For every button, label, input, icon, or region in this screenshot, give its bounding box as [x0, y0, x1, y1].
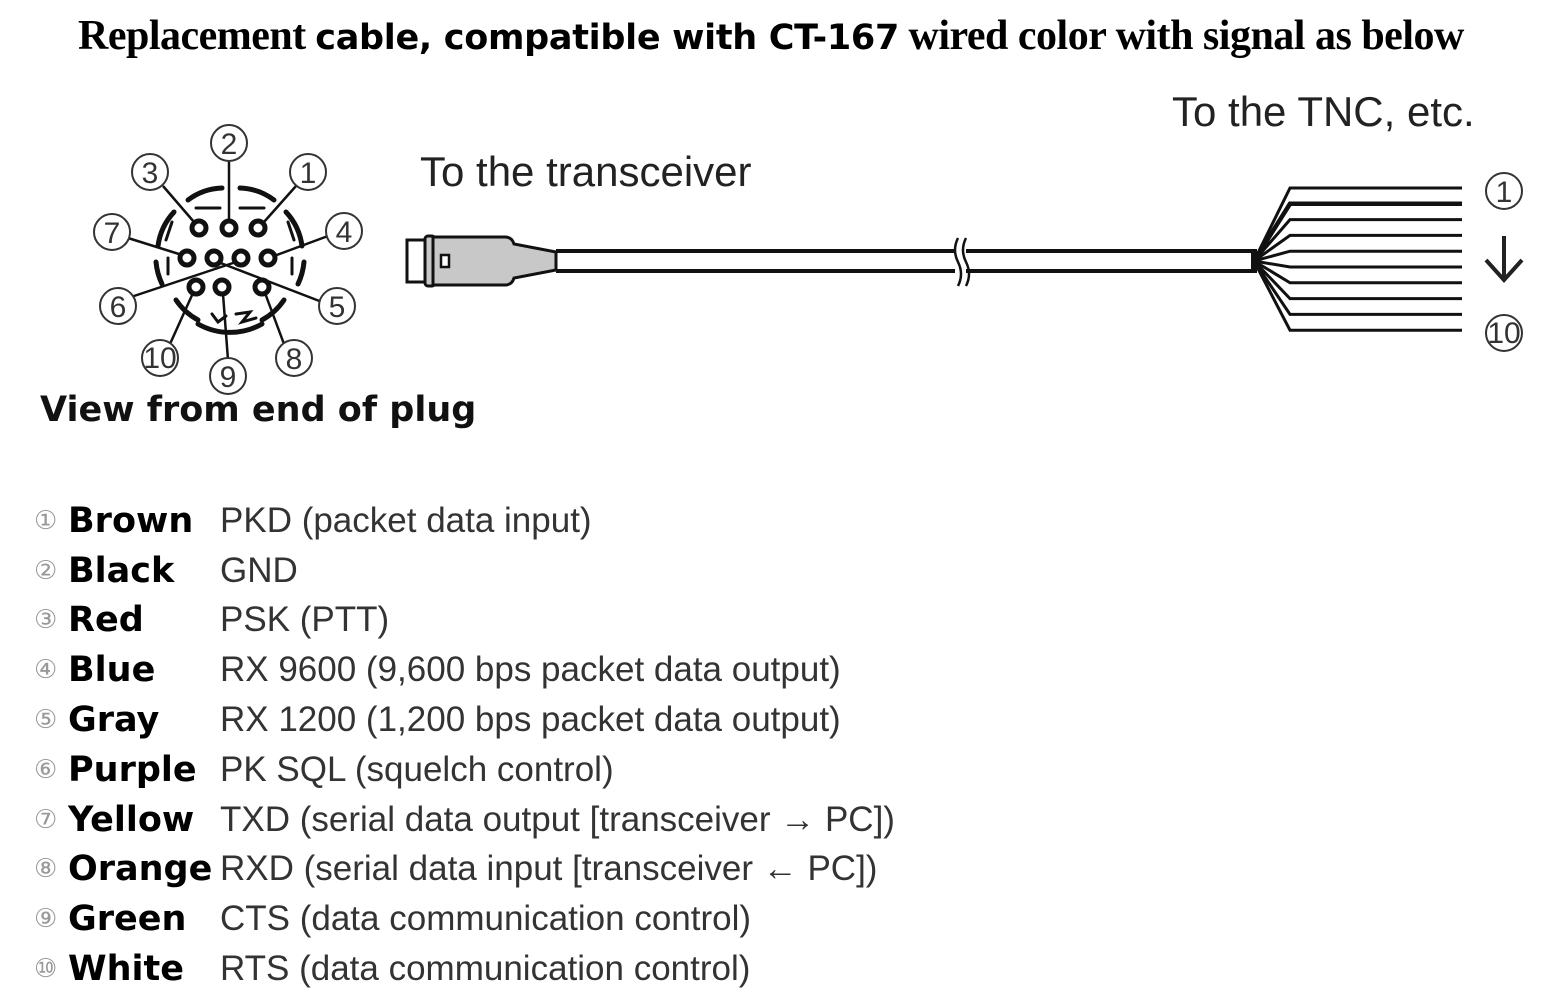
cable-break-mark [953, 237, 963, 287]
pin-10-hole [186, 277, 206, 297]
pin-9-hole [212, 277, 232, 297]
signal-name: PSK (PTT) [220, 600, 390, 640]
wire-2 [1252, 201, 1462, 263]
pin-row: ⑨ Green CTS (data communication control) [34, 894, 895, 944]
connector-face [127, 160, 329, 361]
pin-2-hole [219, 218, 239, 238]
pin-row: ⑥ Purple PK SQL (squelch control) [34, 745, 895, 795]
wire-color: Gray [68, 700, 160, 741]
signal-name: PK SQL (squelch control) [220, 749, 614, 789]
wire-1 [1252, 186, 1462, 262]
wire-6 [1253, 259, 1462, 269]
connector-caption: View from end of plug [40, 390, 477, 430]
cable [556, 237, 1257, 287]
wire-fan [1252, 186, 1462, 332]
pin-number: ⑤ [34, 705, 58, 736]
plug-latch [439, 253, 451, 269]
pin-label-6: 6 [110, 291, 127, 324]
wire-end-label: 10 [1487, 317, 1520, 350]
pin-number: ⑦ [34, 804, 58, 835]
pin-3-hole [189, 218, 209, 238]
pin-label-8: 8 [286, 343, 303, 376]
pin-label-5: 5 [329, 291, 346, 324]
signal-name: GND [220, 550, 298, 590]
wire-color: Blue [68, 650, 156, 691]
pin-number: ③ [34, 605, 58, 636]
pin-label-1: 1 [300, 157, 317, 190]
signal-name: RX 1200 (1,200 bps packet data output) [220, 700, 841, 740]
pin-4-hole [258, 248, 278, 268]
title-part-3: wired color with signal as below [908, 13, 1465, 59]
wire-color: Red [68, 600, 144, 641]
pin-label-10: 10 [143, 342, 176, 375]
title-part-2: cable, compatible with CT-167 [315, 18, 900, 58]
cable-diagram: 2 3 1 7 4 6 5 10 8 9 1 10 [93, 124, 1524, 395]
pin-label-4: 4 [336, 216, 353, 249]
pin-5-row-hole [231, 248, 251, 268]
signal-name: PKD (packet data input) [220, 500, 592, 540]
wire-color: Green [68, 899, 187, 940]
signal-name: RTS (data communication control) [220, 949, 751, 989]
transceiver-label: To the transceiver [420, 148, 752, 195]
wire-color: Yellow [68, 799, 195, 840]
wire-7 [1253, 259, 1462, 285]
connector-pins [177, 218, 278, 297]
pin-row: ① Brown PKD (packet data input) [34, 496, 895, 546]
pin-row: ⑤ Gray RX 1200 (1,200 bps packet data outp… [34, 695, 895, 745]
wire-color: Purple [68, 749, 197, 790]
pin-row: ⑦ Yellow TXD (serial data output [transcei… [34, 795, 895, 845]
pin-number: ① [34, 505, 58, 536]
down-arrow-icon [1484, 236, 1524, 283]
wire-color: White [68, 949, 184, 990]
pin-row: ⑩ White RTS (data communication control) [34, 944, 895, 994]
wire-color: Orange [68, 849, 213, 890]
pin-row: ③ Red PSK (PTT) [34, 596, 895, 646]
pin-label-7: 7 [104, 217, 121, 250]
connector-pin-labels: 2 3 1 7 4 6 5 10 8 9 [93, 124, 363, 395]
wire-9 [1252, 260, 1462, 316]
signal-name: CTS (data communication control) [220, 899, 752, 939]
pin-1-hole [248, 218, 268, 238]
signal-name: TXD (serial data output [transceiver → P… [220, 799, 895, 839]
pin-label-9: 9 [220, 361, 237, 394]
pin-number: ⑨ [34, 904, 58, 935]
wire-start-label: 1 [1496, 176, 1513, 209]
signal-name: RX 9600 (9,600 bps packet data output) [220, 650, 841, 690]
pin-number: ⑧ [34, 854, 58, 885]
tnc-label: To the TNC, etc. [1172, 88, 1475, 135]
signal-name: RXD (serial data input [transceiver ← PC… [220, 849, 878, 889]
pin-7-hole [177, 248, 197, 268]
pin-row: ④ Blue RX 9600 (9,600 bps packet data outp… [34, 645, 895, 695]
wire-color: Brown [68, 500, 194, 541]
pin-6-row-hole [204, 248, 224, 268]
pin-label-3: 3 [142, 157, 159, 190]
pin-number: ⑥ [34, 754, 58, 785]
title-part-1: Replacement [78, 13, 306, 59]
plug [405, 234, 558, 288]
pin-label-2: 2 [221, 128, 238, 161]
plug-body [431, 235, 558, 287]
wire-10 [1252, 260, 1462, 332]
wire-4 [1253, 233, 1462, 263]
wire-color: Black [68, 550, 175, 591]
wire-8 [1252, 259, 1462, 301]
wire-5 [1253, 249, 1462, 263]
page-title: Replacement cable, compatible with CT-16… [78, 12, 1464, 60]
connector-shell [153, 185, 307, 335]
pin-row: ② Black GND [34, 546, 895, 596]
pin-number: ② [34, 555, 58, 586]
pin-number: ⑩ [34, 954, 58, 985]
pin-leader-lines [127, 160, 329, 361]
wire-range-markers: 1 10 [1484, 172, 1524, 352]
wire-3 [1252, 218, 1462, 262]
pin-number: ④ [34, 655, 58, 686]
